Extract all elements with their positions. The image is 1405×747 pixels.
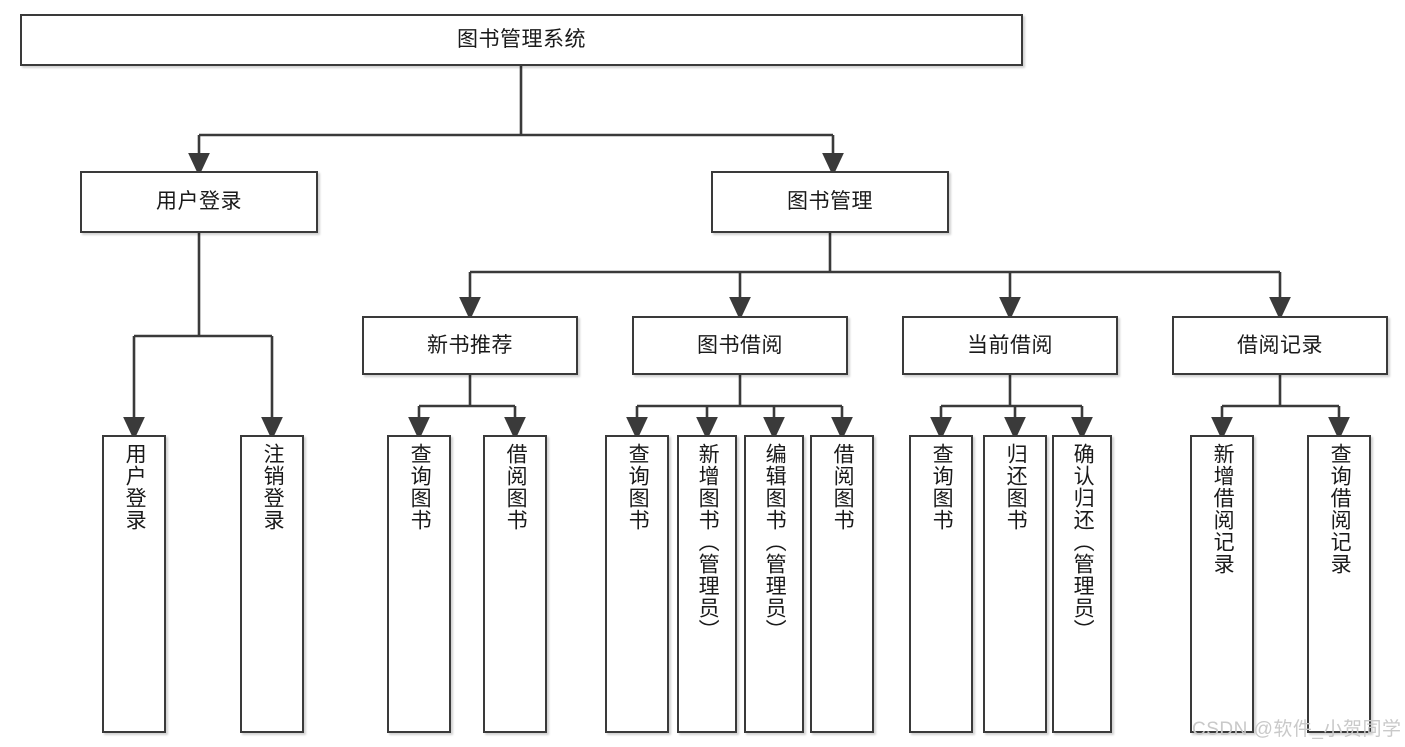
node-leaf-4-label: 借阅图书 bbox=[504, 443, 528, 531]
node-leaf-7-label: 编辑图书（管理员） bbox=[763, 443, 787, 641]
node-leaf-13-label: 查询借阅记录 bbox=[1328, 443, 1352, 575]
edge-borrowbook-to-leaves bbox=[626, 375, 853, 441]
node-leaf-2-label: 注销登录 bbox=[261, 443, 285, 531]
node-root-label: 图书管理系统 bbox=[457, 28, 586, 52]
node-leaf-9[interactable]: 查询图书 bbox=[909, 435, 973, 733]
node-level3-1[interactable]: 新书推荐 bbox=[362, 316, 578, 375]
node-leaf-3-label: 查询图书 bbox=[408, 443, 432, 531]
node-leaf-7[interactable]: 编辑图书（管理员） bbox=[744, 435, 804, 733]
node-level2-2-label: 图书管理 bbox=[787, 190, 873, 214]
node-leaf-9-label: 查询图书 bbox=[930, 443, 954, 531]
edge-newbook-to-leaves bbox=[408, 375, 526, 441]
edge-userlogin-to-leaves bbox=[123, 233, 283, 441]
node-level3-2[interactable]: 图书借阅 bbox=[632, 316, 848, 375]
node-level3-4[interactable]: 借阅记录 bbox=[1172, 316, 1388, 375]
watermark-text: CSDN @软件_小贺同学 bbox=[1192, 719, 1402, 740]
node-level3-3[interactable]: 当前借阅 bbox=[902, 316, 1118, 375]
edge-bookmgmt-to-level3 bbox=[459, 233, 1291, 321]
node-leaf-4[interactable]: 借阅图书 bbox=[483, 435, 547, 733]
node-level2-1[interactable]: 用户登录 bbox=[80, 171, 318, 233]
node-level3-1-label: 新书推荐 bbox=[427, 333, 513, 357]
node-leaf-8-label: 借阅图书 bbox=[831, 443, 855, 531]
node-leaf-3[interactable]: 查询图书 bbox=[387, 435, 451, 733]
node-root[interactable]: 图书管理系统 bbox=[20, 14, 1023, 66]
node-leaf-5[interactable]: 查询图书 bbox=[605, 435, 669, 733]
node-leaf-6[interactable]: 新增图书（管理员） bbox=[677, 435, 737, 733]
node-level2-2[interactable]: 图书管理 bbox=[711, 171, 949, 233]
edge-currentborrow-to-leaves bbox=[930, 375, 1093, 441]
node-leaf-12[interactable]: 新增借阅记录 bbox=[1190, 435, 1254, 733]
node-level2-1-label: 用户登录 bbox=[156, 190, 242, 214]
node-level3-4-label: 借阅记录 bbox=[1237, 333, 1323, 357]
node-leaf-5-label: 查询图书 bbox=[626, 443, 650, 531]
node-leaf-10[interactable]: 归还图书 bbox=[983, 435, 1047, 733]
node-leaf-10-label: 归还图书 bbox=[1004, 443, 1028, 531]
edge-borrowrecord-to-leaves bbox=[1211, 375, 1350, 441]
node-leaf-2[interactable]: 注销登录 bbox=[240, 435, 304, 733]
node-level3-3-label: 当前借阅 bbox=[967, 333, 1053, 357]
node-leaf-1-label: 用户登录 bbox=[123, 443, 147, 531]
node-leaf-8[interactable]: 借阅图书 bbox=[810, 435, 874, 733]
node-leaf-11[interactable]: 确认归还（管理员） bbox=[1052, 435, 1112, 733]
edge-root-to-level2 bbox=[188, 66, 844, 177]
node-leaf-6-label: 新增图书（管理员） bbox=[696, 443, 720, 641]
node-leaf-13[interactable]: 查询借阅记录 bbox=[1307, 435, 1371, 733]
node-leaf-12-label: 新增借阅记录 bbox=[1211, 443, 1235, 575]
node-leaf-11-label: 确认归还（管理员） bbox=[1071, 443, 1095, 641]
node-leaf-1[interactable]: 用户登录 bbox=[102, 435, 166, 733]
node-level3-2-label: 图书借阅 bbox=[697, 333, 783, 357]
